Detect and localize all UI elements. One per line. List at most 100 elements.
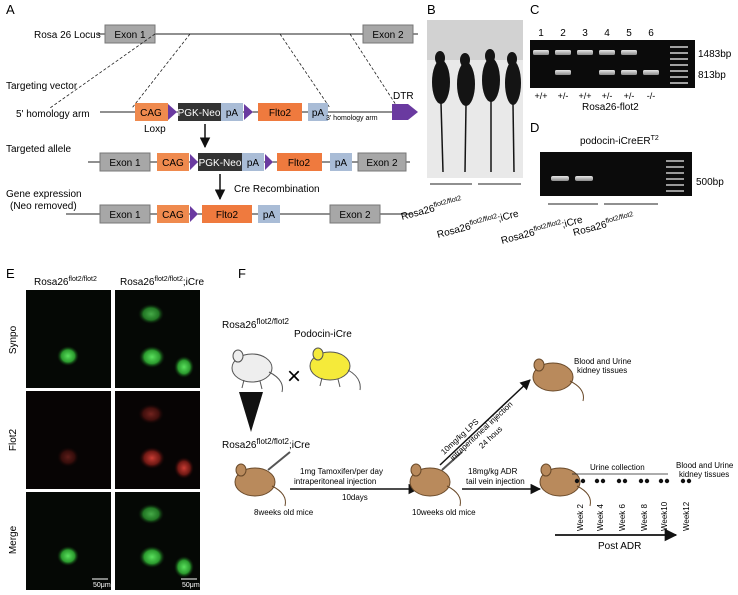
c-lane-number: 4	[604, 28, 610, 39]
e-tile-merge-ctrl	[26, 492, 111, 590]
targeted-pa-2	[330, 153, 352, 171]
locus-exon1-label: Exon 1	[114, 30, 146, 41]
homology-guides	[49, 33, 399, 109]
d-ladder-band	[666, 172, 684, 174]
d-ladder-band	[666, 190, 684, 192]
locus-exon2-label: Exon 2	[372, 30, 404, 41]
vector-pa-1-label: pA	[226, 108, 239, 119]
f-arrow-lps	[439, 379, 531, 466]
c-genotype: +/-	[558, 91, 569, 101]
c-caption: Rosa26-flot2	[582, 102, 639, 113]
targeted-cag-label: CAG	[162, 158, 184, 169]
c-band-low	[643, 70, 659, 75]
homology-3-label: 3' homology arm	[326, 115, 378, 122]
f-offspring-label: Rosa26flot2/flot2;iCre	[222, 437, 310, 451]
vector-dtr	[392, 104, 418, 120]
expression-exon1-label: Exon 1	[109, 210, 141, 221]
panel-d: D podocin-iCreERT2 500bp Rosa26flot2/flo…	[500, 120, 724, 247]
panel-letter-d: D	[530, 120, 539, 135]
vector-pgk-neo	[178, 103, 221, 121]
b-genotype-label-1: Rosa26flot2/flot2	[400, 195, 464, 223]
f-post-adr-label: Post ADR	[598, 541, 641, 552]
panel-letter-f: F	[238, 266, 246, 281]
f-week-dot	[580, 478, 586, 484]
e-glom-flot2-ctrl	[57, 447, 79, 467]
f-mouse-adr	[539, 463, 591, 507]
f-week-label: Week 6	[618, 503, 627, 531]
targeted-pgk-neo-label: PGK-Neo	[199, 158, 242, 169]
targeting-vector-label: Targeting vector	[6, 81, 78, 92]
f-week-dot	[616, 478, 622, 484]
f-mouse-lps	[532, 358, 584, 402]
vector-loxp-2	[244, 104, 253, 120]
c-band-low	[621, 70, 637, 75]
d-band	[575, 176, 593, 181]
f-tamoxifen-label: 1mg Tamoxifen/per day	[300, 467, 383, 476]
f-parent-2-label: Podocin-iCre	[294, 329, 352, 340]
f-week-dot	[594, 478, 600, 484]
targeted-pa-1-label: pA	[247, 158, 260, 169]
f-cross-icon: ×	[287, 363, 301, 390]
panel-letter-b: B	[427, 2, 436, 17]
c-lane-number: 1	[538, 28, 544, 39]
d-title: podocin-iCreERT2	[580, 135, 659, 147]
targeted-allele-label: Targeted allele	[6, 144, 71, 155]
mice-group	[432, 49, 521, 173]
e-tile-flot2-ctrl	[26, 391, 111, 489]
f-week-dot	[644, 478, 650, 484]
e-glom-flot2-icre-2	[174, 457, 194, 479]
e-tile-synpo-ctrl	[26, 290, 111, 388]
f-week-dot	[622, 478, 628, 484]
f-yellow-mouse	[309, 347, 361, 391]
panel-f: F Rosa26flot2/flot2 Podocin-iCre × Rosa2…	[222, 266, 734, 552]
e-glom-synpo-ctrl	[57, 346, 79, 366]
e-row-label-flot2: Flot2	[8, 428, 19, 451]
mouse-4-head	[507, 52, 517, 66]
expression-pa	[258, 205, 280, 223]
f-adr-label: 18mg/kg ADR	[468, 467, 518, 476]
panel-letter-e: E	[6, 266, 15, 281]
expression-cag-label: CAG	[162, 210, 184, 221]
c-genotype: +/-	[624, 91, 635, 101]
c-band-high	[599, 50, 615, 55]
expression-loxp	[190, 206, 198, 222]
f-lps-kidney: kidney tissues	[577, 366, 627, 375]
targeted-exon1	[99, 152, 151, 172]
f-week-dot	[600, 478, 606, 484]
c-lane-number: 3	[582, 28, 588, 39]
targeted-flto2-label: Flto2	[288, 158, 311, 169]
c-band-low	[555, 70, 571, 75]
f-week-dot	[658, 478, 664, 484]
expression-flto2	[202, 205, 252, 223]
targeted-pa-2-label: pA	[335, 158, 348, 169]
d-ladder-band	[666, 178, 684, 180]
d-band	[551, 176, 569, 181]
expression-exon2-label: Exon 2	[339, 210, 371, 221]
e-row-label-merge: Merge	[8, 525, 19, 554]
c-lane-number: 6	[648, 28, 654, 39]
c-ladder-band	[670, 82, 688, 84]
d-marker: 500bp	[696, 177, 724, 188]
c-genotype-labels: +/++/-+/++/-+/--/-	[534, 91, 655, 101]
d-ladder-band	[666, 166, 684, 168]
c-band-high	[555, 50, 571, 55]
gene-expression-label: Gene expression	[6, 189, 82, 200]
expression-exon2	[329, 204, 381, 224]
c-band-high	[621, 50, 637, 55]
f-week-dot	[686, 478, 692, 484]
f-week-label: Week 4	[596, 503, 605, 531]
e-scale-bar-2: 50μm	[182, 582, 200, 589]
vector-pa-1	[221, 103, 243, 121]
vector-flto2	[258, 103, 302, 121]
e-glom-flot2-icre-1	[139, 447, 165, 469]
e-glom-merge-ctrl	[57, 546, 79, 566]
f-mouse-10weeks	[409, 463, 461, 507]
f-10weeks-label: 10weeks old mice	[412, 508, 476, 517]
e-scale-bar-1: 50μm	[93, 582, 111, 589]
f-week-dot	[638, 478, 644, 484]
vector-loxp-1	[168, 104, 177, 120]
f-week-label: Week 8	[640, 503, 649, 531]
dtr-label: DTR	[393, 91, 414, 102]
targeted-exon2-label: Exon 2	[366, 158, 398, 169]
